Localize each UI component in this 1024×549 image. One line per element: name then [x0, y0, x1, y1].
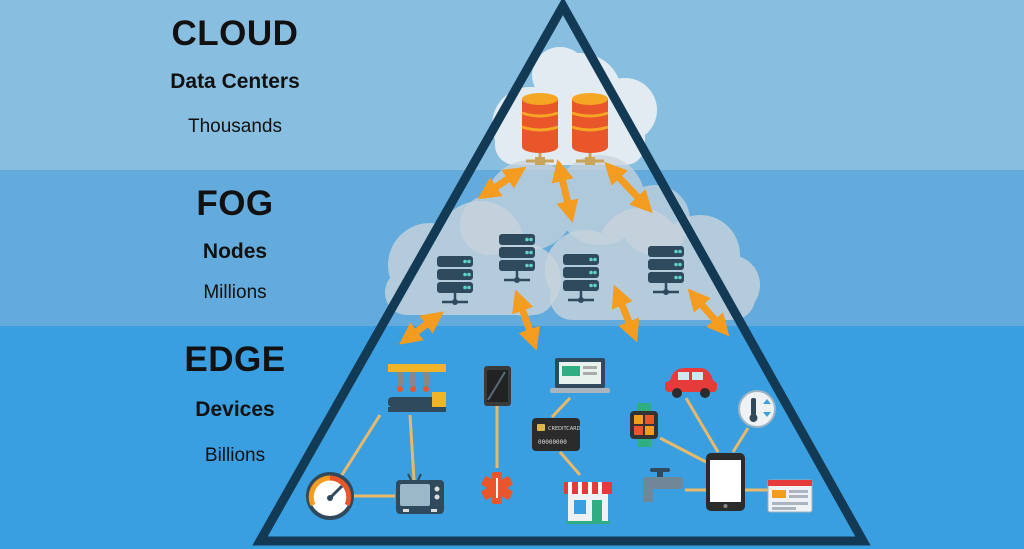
edge-subtitle: Devices: [195, 398, 275, 421]
water-faucet-icon: [643, 468, 683, 514]
svg-text:CREDITCARD: CREDITCARD: [548, 426, 581, 432]
svg-text:00000000: 00000000: [538, 439, 567, 446]
factory-robot-icon: [388, 364, 446, 412]
tablet-icon: [484, 366, 511, 406]
data-flow-arrows: [399, 159, 730, 351]
fog-title: FOG: [196, 184, 274, 223]
speedometer-icon: [306, 472, 354, 520]
cloud-count: Thousands: [187, 116, 282, 137]
store-icon: [564, 482, 612, 524]
medical-star-icon: [481, 472, 513, 504]
fog-cloud-right: [545, 208, 760, 320]
credit-card-icon: CREDITCARD 00000000: [532, 418, 581, 451]
fog-subtitle: Nodes: [202, 240, 268, 263]
edge-tier-band: [0, 326, 1024, 549]
dashboard-window-icon: [767, 479, 813, 513]
smartwatch-icon: [630, 403, 658, 447]
monitor-device-icon: [396, 473, 444, 514]
cloud-subtitle: Data Centers: [170, 70, 300, 93]
device-connections: [338, 396, 768, 498]
smartphone-icon: [706, 453, 745, 511]
edge-count: Billions: [204, 445, 266, 466]
car-icon: [665, 368, 717, 398]
laptop-icon: [550, 358, 610, 393]
cloud-title: CLOUD: [171, 14, 299, 53]
edge-title: EDGE: [184, 340, 286, 379]
fog-count: Millions: [203, 282, 267, 303]
pyramid-outline: [252, 0, 871, 546]
thermostat-icon: [738, 390, 776, 428]
